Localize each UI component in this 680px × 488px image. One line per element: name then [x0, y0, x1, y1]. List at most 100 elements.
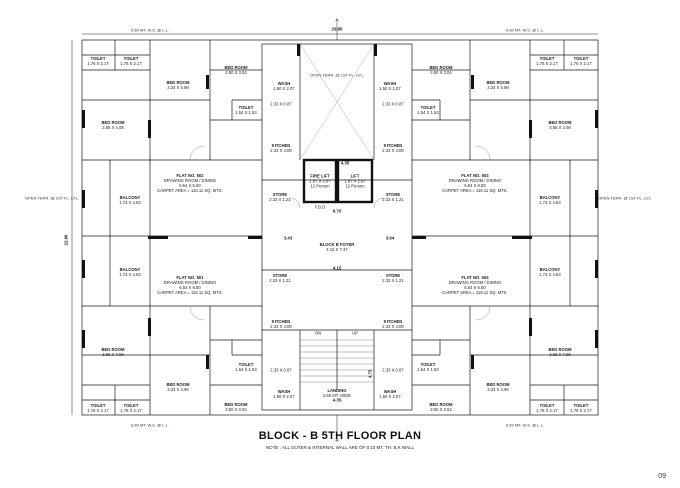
room-title: WASH	[383, 389, 397, 394]
room-title: BALCONY	[539, 195, 561, 200]
room-size: 1.76 X 2.17	[536, 408, 558, 413]
room-title: BED ROOM	[548, 120, 572, 125]
store-bottom-left-label: STORE 2.33 X 1.21	[269, 273, 290, 283]
room-title: WASH	[383, 81, 397, 86]
room-title: TOILET	[539, 403, 555, 408]
room-title: TOILET	[238, 105, 254, 110]
flat-size: 6.54 X 6.50	[464, 183, 486, 188]
room-size: 1.54 X 1.53	[235, 367, 257, 372]
landing-title: LANDING	[327, 388, 347, 393]
setback-note-top-left: 6.60 MT. W.S. @ L.L.	[131, 27, 169, 33]
room-size: 1.76 X 2.17	[120, 408, 142, 413]
landing-label: LANDING 2.60 MT. WIDE	[323, 388, 351, 398]
structural-columns	[82, 44, 598, 369]
flat-title: FLAT NO. 503	[461, 173, 489, 178]
room-title: BED ROOM	[166, 80, 190, 85]
fire-lift-size: 1.87 X 2.67	[309, 178, 331, 184]
overall-width-dimension: 29.95	[331, 26, 343, 32]
room-size: 3.34 X 4.98	[487, 85, 509, 90]
room-size: 1.76 X 2.17	[536, 61, 558, 66]
room-title: BED ROOM	[101, 120, 125, 125]
store-title: STORE	[272, 273, 288, 278]
section-marker-bottom: A	[335, 437, 339, 443]
foyer-size: 4.15 X 7.37	[326, 247, 348, 252]
fbd-label: F.B.D	[314, 204, 326, 210]
room-size: 2.33 X 0.87	[270, 367, 292, 373]
room-size: 1.54 X 1.53	[417, 110, 439, 115]
core-width-dimension: 4.35	[340, 160, 350, 166]
room-size: 3.65 X 4.08	[549, 352, 571, 357]
room-size: 2.33 X 4.09	[270, 148, 292, 153]
room-title: BALCONY	[119, 267, 141, 272]
room-size: 2.33 X 0.87	[382, 367, 404, 373]
room-title: BED ROOM	[486, 80, 510, 85]
room-size: 1.60 X 2.07	[273, 86, 295, 91]
flat-title: FLAT NO. 501	[176, 275, 204, 280]
wall-thickness-note: NOTE : ALL OUTER & INTERNAL WALL ARE OF …	[265, 445, 415, 450]
stair-up-label: UP	[352, 330, 358, 336]
room-label: 2.33 X 0.87	[270, 368, 291, 373]
room-size: 3.65 X 4.08	[549, 125, 571, 130]
room-size: 3.34 X 4.98	[167, 85, 189, 90]
room-title: TOILET	[238, 362, 254, 367]
room-title: KITCHEN	[271, 319, 291, 324]
room-title: WASH	[277, 389, 291, 394]
room-size: 2.33 X 0.87	[270, 101, 292, 107]
page-number: 09	[658, 473, 666, 480]
store-bottom-right-label: STORE 2.33 X 1.21	[382, 273, 403, 283]
room-title: BED ROOM	[486, 382, 510, 387]
right-dimension: 3.64	[385, 235, 395, 241]
room-title: TOILET	[573, 403, 589, 408]
dimension-lines	[71, 22, 598, 432]
room-title: TOILET	[123, 56, 139, 61]
overall-height-dimension: 22.86	[63, 234, 69, 246]
room-size: 3.34 X 4.98	[167, 387, 189, 392]
lift-size: 1.87 X 2.67	[344, 178, 366, 184]
flat-size: 6.54 X 6.50	[179, 285, 201, 290]
flat-504-label: FLAT NO. 504 DRAWING ROOM / DINING 6.54 …	[442, 275, 508, 295]
foyer-title: BLOCK B FOYER	[319, 242, 355, 247]
flat-size: 6.54 X 6.50	[179, 183, 201, 188]
room-size: 3.50 X 3.04	[225, 70, 247, 75]
flat-carpet-area: CARPET AREA = 116.11 SQ. MTS.	[442, 188, 508, 193]
open-terrace-note-left: OPEN TERR. @ 1ST FL. LVL.	[25, 195, 79, 201]
flat-room: DRAWING ROOM / DINING	[163, 280, 217, 285]
room-size: 3.50 X 3.04	[430, 407, 452, 412]
room-size: 1.50 X 2.07	[379, 394, 401, 399]
room-title: BED ROOM	[429, 65, 453, 70]
lift-title: LIFT	[350, 173, 360, 179]
store-size: 2.33 X 1.21	[269, 197, 291, 202]
room-title: BED ROOM	[548, 347, 572, 352]
staircase-treads	[300, 339, 374, 383]
room-title: TOILET	[90, 403, 106, 408]
room-size: 3.65 X 4.08	[102, 352, 124, 357]
flat-carpet-area: CARPET AREA = 116.11 SQ. MTS.	[157, 290, 223, 295]
stair-on-label: ON	[314, 330, 322, 336]
room-size: 1.73 X 4.63	[539, 200, 561, 205]
setback-note-bottom-right: 6.60 MT. W.S. @ L.L.	[506, 422, 544, 428]
flat-501-label: FLAT NO. 501 DRAWING ROOM / DINING 6.54 …	[157, 275, 223, 295]
room-size: 2.33 X 4.09	[270, 324, 292, 329]
room-title: BED ROOM	[101, 347, 125, 352]
lift-shaft-walls	[302, 158, 374, 204]
room-title: BED ROOM	[224, 402, 248, 407]
room-label: 2.33 X 0.87	[382, 102, 403, 107]
